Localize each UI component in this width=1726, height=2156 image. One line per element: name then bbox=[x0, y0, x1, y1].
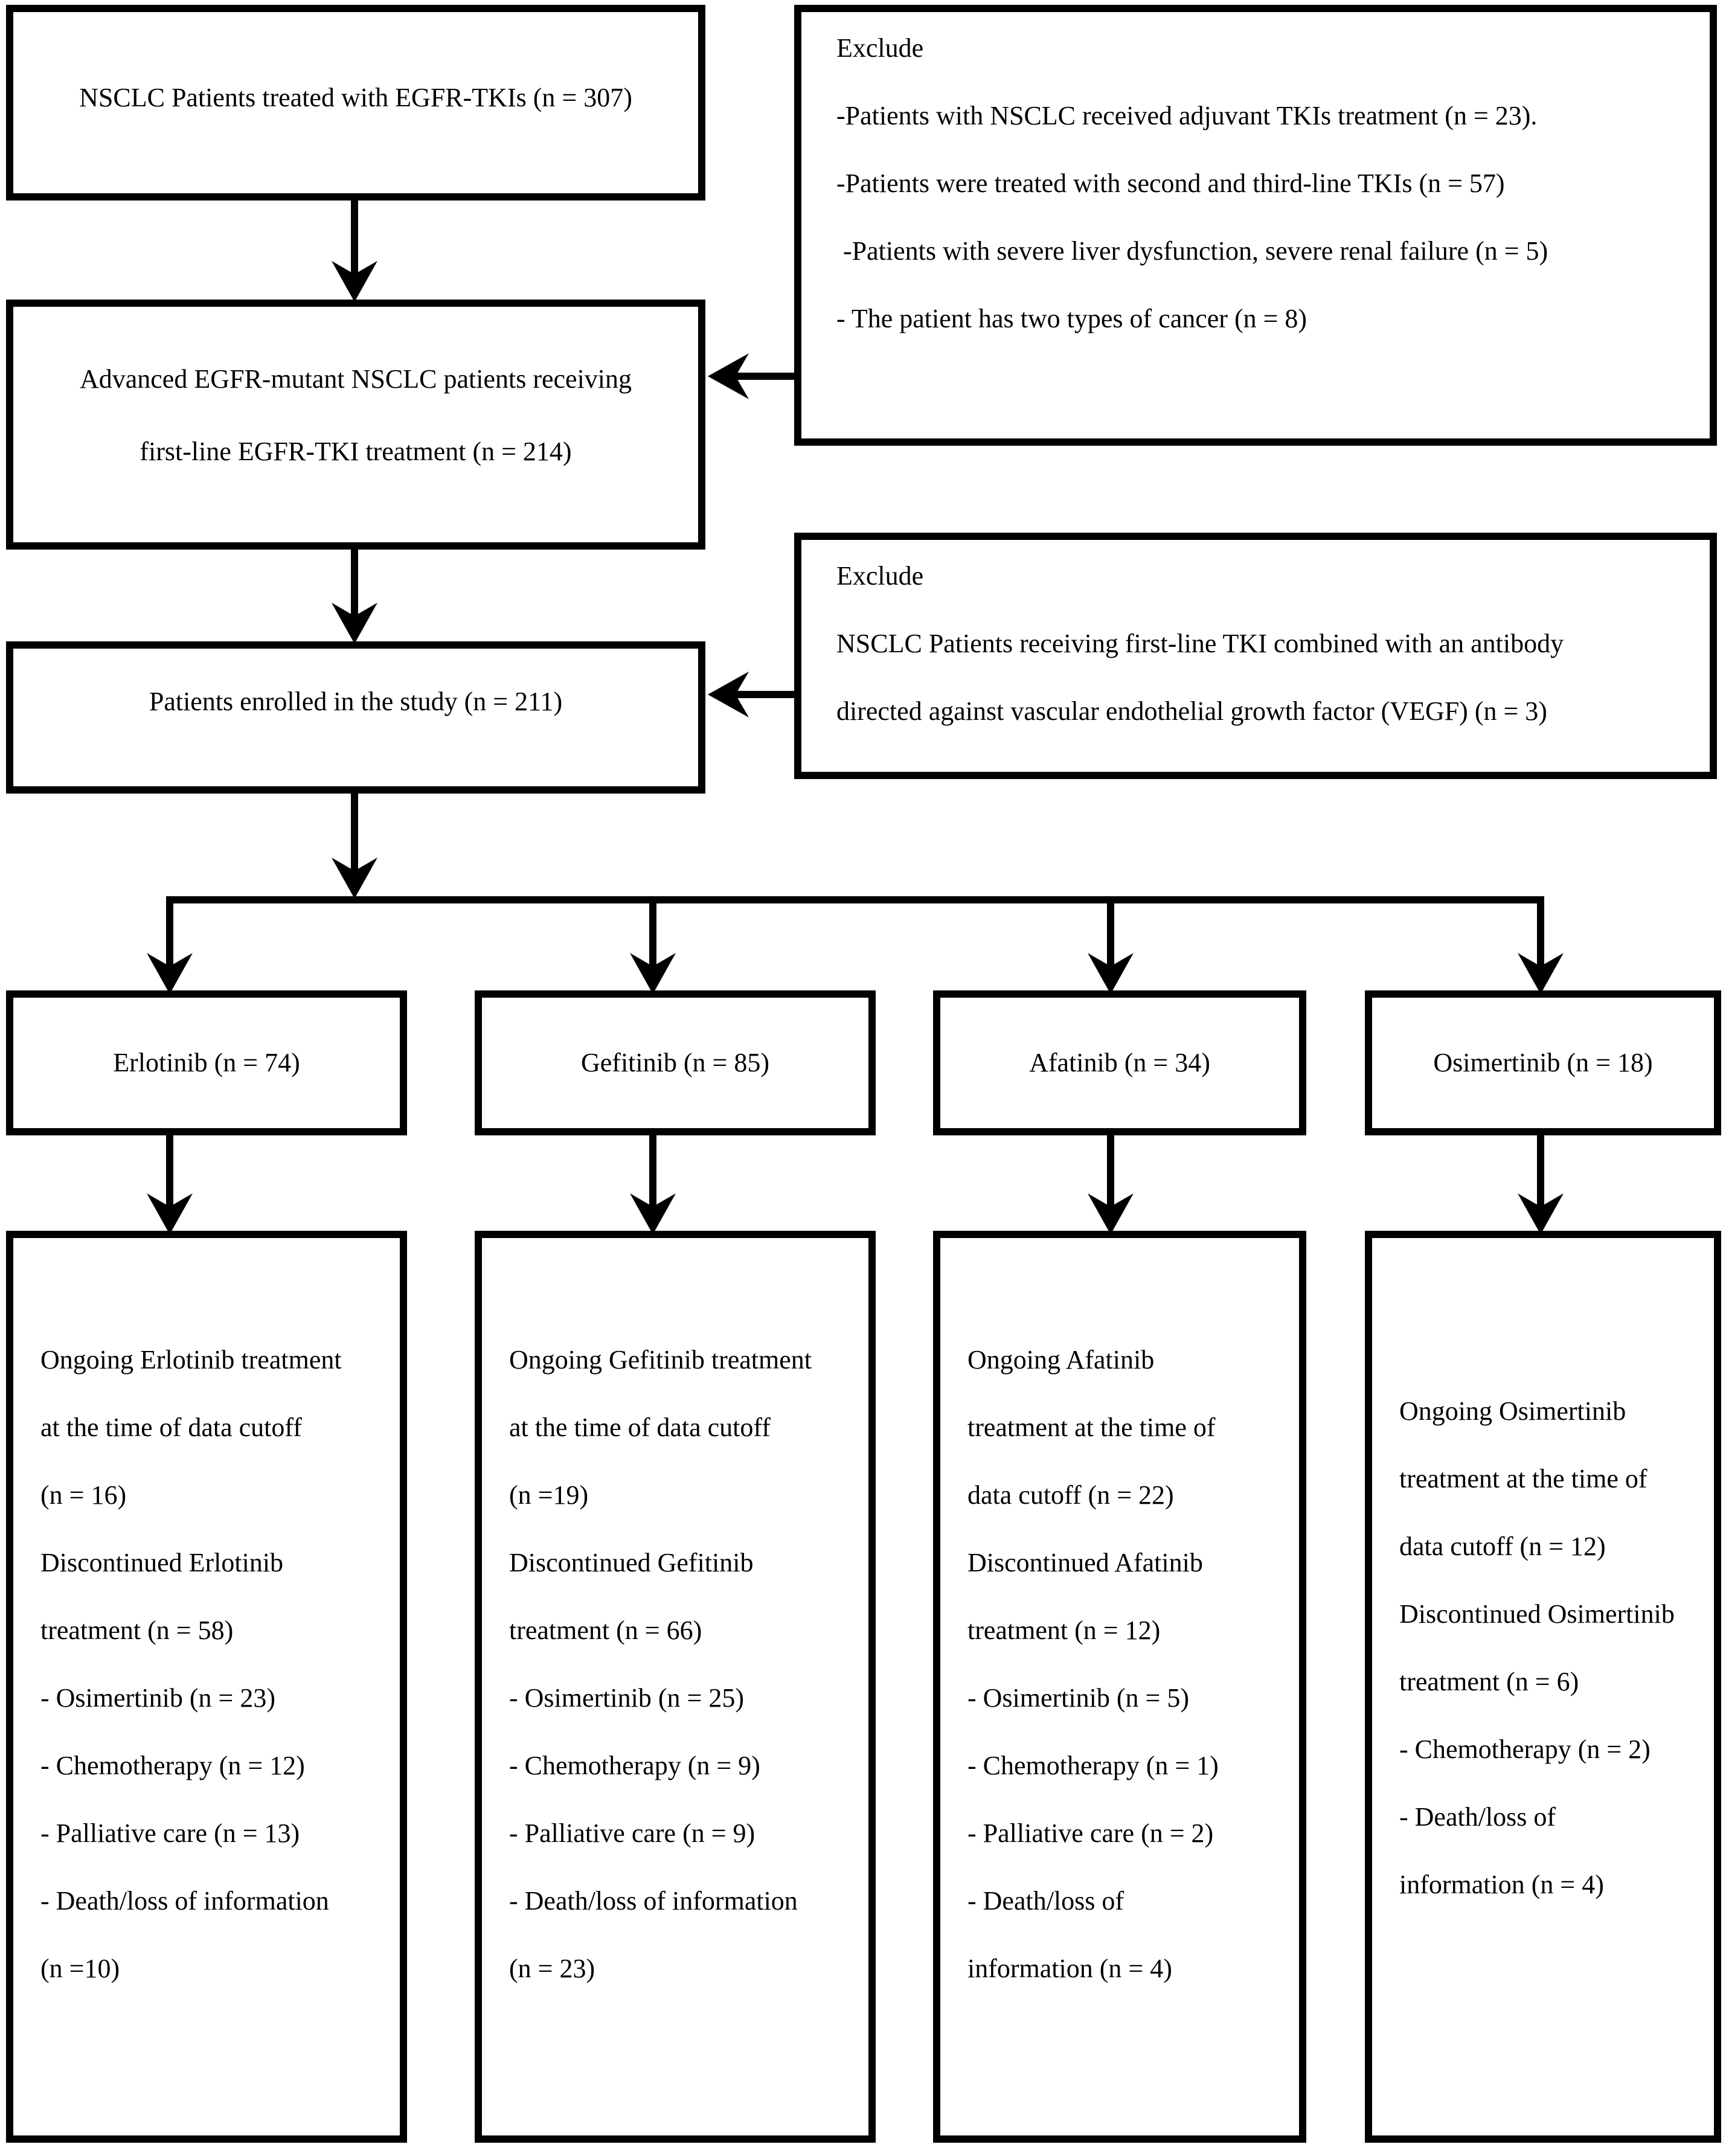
firstline-treatment-line: Advanced EGFR-mutant NSCLC patients rece… bbox=[79, 364, 632, 394]
initial-population-text: NSCLC Patients treated with EGFR-TKIs (n… bbox=[79, 83, 632, 112]
branch-header-afatinib: Afatinib (n = 34) bbox=[933, 990, 1306, 1135]
branch-header-gefitinib: Gefitinib (n = 85) bbox=[475, 990, 876, 1135]
detail-line: - Osimertinib (n = 23) bbox=[40, 1683, 275, 1713]
detail-line: - Osimertinib (n = 5) bbox=[967, 1683, 1189, 1713]
detail-line: Discontinued Osimertinib bbox=[1399, 1599, 1675, 1629]
detail-line: treatment at the time of bbox=[967, 1413, 1216, 1442]
detail-line: treatment (n = 66) bbox=[509, 1615, 702, 1645]
detail-line: at the time of data cutoff bbox=[40, 1413, 302, 1442]
detail-line: treatment (n = 12) bbox=[967, 1615, 1161, 1645]
detail-line: information (n = 4) bbox=[967, 1954, 1172, 1983]
detail-line: Ongoing Gefitinib treatment bbox=[509, 1345, 812, 1375]
detail-line: - Palliative care (n = 9) bbox=[509, 1818, 756, 1848]
branch-header-label: Gefitinib (n = 85) bbox=[581, 1048, 769, 1077]
exclude-top-item: -Patients with NSCLC received adjuvant T… bbox=[836, 101, 1538, 130]
branch-header-osimertinib: Osimertinib (n = 18) bbox=[1365, 990, 1721, 1135]
arrow-firstline-to-enrolled bbox=[332, 547, 377, 644]
detail-line: - Death/loss of bbox=[1399, 1802, 1556, 1832]
detail-line: Discontinued Gefitinib bbox=[509, 1548, 754, 1577]
detail-line: Ongoing Erlotinib treatment bbox=[40, 1345, 342, 1375]
detail-line: treatment at the time of bbox=[1399, 1464, 1647, 1493]
arrow-erlotinib-to-detail bbox=[147, 1133, 193, 1234]
detail-line: at the time of data cutoff bbox=[509, 1413, 771, 1442]
enrolled-box: Patients enrolled in the study (n = 211) bbox=[6, 641, 705, 794]
enrolled-text: Patients enrolled in the study (n = 211) bbox=[149, 687, 563, 716]
branch-header-erlotinib: Erlotinib (n = 74) bbox=[6, 990, 407, 1135]
detail-line: (n =10) bbox=[40, 1954, 120, 1983]
arrow-splitter-to-afatinib bbox=[1088, 900, 1134, 994]
arrow-splitter-to-gefitinib bbox=[630, 900, 676, 994]
detail-line: Ongoing Osimertinib bbox=[1399, 1396, 1626, 1426]
arrow-gefitinib-to-detail bbox=[630, 1133, 676, 1234]
detail-line: - Death/loss of bbox=[967, 1886, 1124, 1916]
detail-line: data cutoff (n = 22) bbox=[967, 1480, 1174, 1510]
arrow-initial-to-firstline bbox=[332, 199, 377, 302]
branch-header-label: Afatinib (n = 34) bbox=[1029, 1048, 1210, 1077]
detail-line: - Chemotherapy (n = 2) bbox=[1399, 1734, 1651, 1764]
firstline-treatment-line: first-line EGFR-TKI treatment (n = 214) bbox=[140, 437, 572, 466]
detail-line: - Osimertinib (n = 25) bbox=[509, 1683, 744, 1713]
splitter-line bbox=[166, 896, 1544, 903]
arrow-exclude-top-to-firstline bbox=[708, 353, 796, 399]
arrow-osimertinib-to-detail bbox=[1518, 1133, 1564, 1234]
detail-line: - Death/loss of information bbox=[509, 1886, 798, 1916]
detail-line: - Chemotherapy (n = 12) bbox=[40, 1751, 305, 1780]
arrow-exclude-mid-to-enrolled bbox=[708, 672, 796, 717]
detail-line: Ongoing Afatinib bbox=[967, 1345, 1155, 1375]
exclude-mid-box: Exclude NSCLC Patients receiving first-l… bbox=[794, 533, 1717, 779]
detail-line: - Chemotherapy (n = 9) bbox=[509, 1751, 760, 1780]
detail-line: Discontinued Afatinib bbox=[967, 1548, 1203, 1577]
detail-line: (n = 23) bbox=[509, 1954, 595, 1983]
detail-line: treatment (n = 58) bbox=[40, 1615, 234, 1645]
exclude-top-box: Exclude -Patients with NSCLC received ad… bbox=[794, 5, 1717, 446]
arrow-afatinib-to-detail bbox=[1088, 1133, 1134, 1234]
branch-detail-osimertinib: Ongoing Osimertinib treatment at the tim… bbox=[1365, 1231, 1721, 2143]
branch-header-label: Osimertinib (n = 18) bbox=[1433, 1048, 1653, 1077]
arrow-splitter-to-osimertinib bbox=[1518, 900, 1564, 994]
detail-line: - Palliative care (n = 2) bbox=[967, 1818, 1214, 1848]
detail-line: data cutoff (n = 12) bbox=[1399, 1532, 1606, 1561]
detail-line: - Death/loss of information bbox=[40, 1886, 329, 1916]
detail-line: (n = 16) bbox=[40, 1480, 127, 1510]
firstline-treatment-box: Advanced EGFR-mutant NSCLC patients rece… bbox=[6, 300, 705, 550]
detail-line: (n =19) bbox=[509, 1480, 589, 1510]
branch-detail-afatinib: Ongoing Afatinib treatment at the time o… bbox=[933, 1231, 1306, 2143]
exclude-mid-title: Exclude bbox=[836, 561, 924, 591]
arrow-splitter-to-erlotinib bbox=[147, 900, 193, 994]
exclude-top-title: Exclude bbox=[836, 33, 924, 63]
exclude-top-item: - The patient has two types of cancer (n… bbox=[836, 304, 1307, 333]
detail-line: - Chemotherapy (n = 1) bbox=[967, 1751, 1219, 1780]
initial-population-box: NSCLC Patients treated with EGFR-TKIs (n… bbox=[6, 5, 705, 201]
exclude-mid-item: NSCLC Patients receiving first-line TKI … bbox=[836, 629, 1564, 658]
detail-line: - Palliative care (n = 13) bbox=[40, 1818, 300, 1848]
branch-header-label: Erlotinib (n = 74) bbox=[113, 1048, 300, 1077]
exclude-top-item: -Patients were treated with second and t… bbox=[836, 168, 1505, 198]
detail-line: Discontinued Erlotinib bbox=[40, 1548, 284, 1577]
arrow-enrolled-to-splitter bbox=[332, 791, 377, 899]
exclude-top-item: -Patients with severe liver dysfunction,… bbox=[836, 236, 1548, 266]
branch-detail-gefitinib: Ongoing Gefitinib treatment at the time … bbox=[475, 1231, 876, 2143]
branch-detail-erlotinib: Ongoing Erlotinib treatment at the time … bbox=[6, 1231, 407, 2143]
detail-line: information (n = 4) bbox=[1399, 1870, 1604, 1899]
detail-line: treatment (n = 6) bbox=[1399, 1667, 1579, 1696]
exclude-mid-item: directed against vascular endothelial gr… bbox=[836, 696, 1547, 726]
